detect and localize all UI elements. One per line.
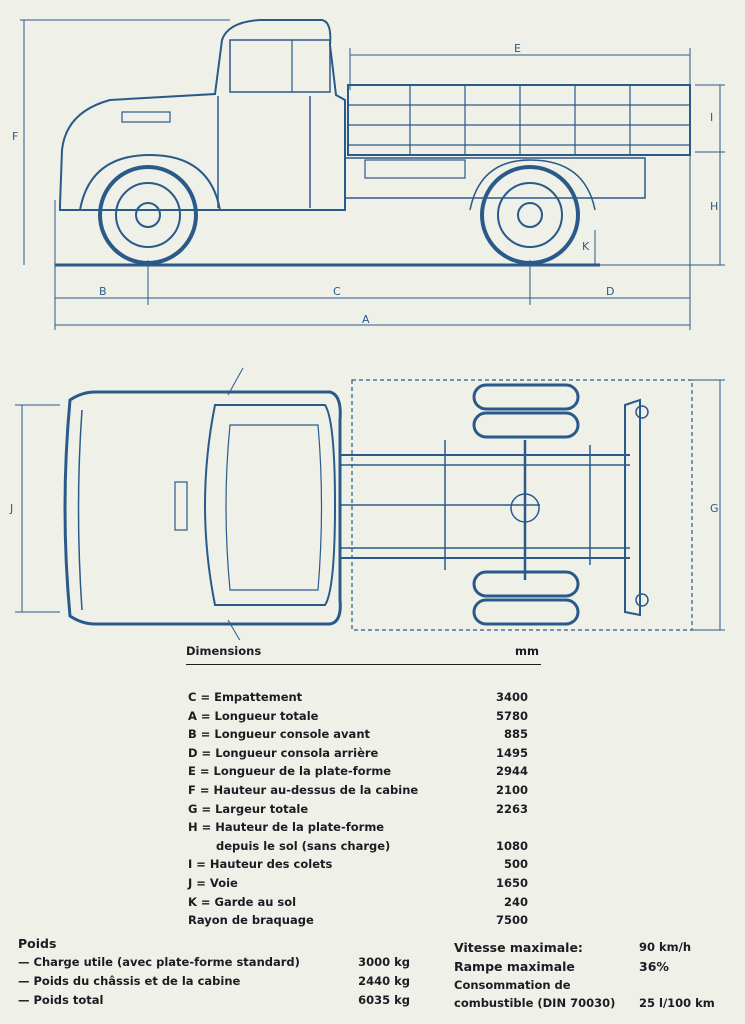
performance-value: 90 km/h (639, 940, 692, 954)
dimension-label: G = Largeur totale (188, 801, 309, 816)
dimension-row: Rayon de braquage 7500 (188, 913, 528, 931)
performance-label: Consommation de (454, 978, 571, 992)
dimensions-rows: C = Empattement 3400 A = Longueur totale 5… (188, 690, 528, 930)
dimension-label: B = Longueur console avant (188, 727, 371, 742)
top-view (63, 383, 649, 626)
dimension-row: F = Hauteur au-dessus de la cabine 2100 (188, 783, 528, 801)
performance-label: combustible (DIN 70030) (454, 996, 616, 1010)
dimension-row: E = Longueur de la plate-forme 2944 (188, 764, 528, 782)
dimension-label: depuis le sol (sans charge) (216, 838, 391, 853)
dim-label-f: F (12, 130, 18, 143)
dim-label-b: B (99, 285, 107, 298)
dimension-row: J = Voie 1650 (188, 876, 528, 894)
dim-label-g: G (710, 502, 719, 515)
dimension-value: 3400 (495, 690, 528, 704)
side-dimension-lines (20, 19, 725, 330)
dimension-label: D = Longueur consola arrière (188, 745, 379, 760)
dimension-label: E = Longueur de la plate-forme (188, 764, 392, 779)
dimensions-header-label: Dimensions (186, 644, 262, 658)
dim-label-c: C (333, 285, 341, 298)
weights-section: Poids — Charge utile (avec plate-forme s… (18, 936, 418, 1015)
dim-label-k: K (582, 240, 590, 253)
weight-label: — Charge utile (avec plate-forme standar… (18, 955, 300, 969)
dimension-value: 2100 (495, 783, 528, 797)
dimension-value: 2263 (495, 801, 528, 816)
performance-label: Rampe maximale (454, 959, 575, 974)
weight-row: — Poids du châssis et de la cabine 2440 k… (18, 974, 410, 992)
weight-row: — Charge utile (avec plate-forme standar… (18, 955, 410, 973)
weight-label: — Poids du châssis et de la cabine (18, 974, 241, 988)
weight-value: 3000 kg (358, 955, 410, 969)
dimension-label: I = Hauteur des colets (188, 857, 333, 872)
dimension-label: H = Hauteur de la plate-forme (188, 820, 385, 835)
dimension-label: J = Voie (188, 876, 238, 890)
dimension-row: I = Hauteur des colets 500 (188, 857, 528, 875)
dimension-label: F = Hauteur au-dessus de la cabine (188, 783, 419, 797)
weights-title: Poids (18, 936, 57, 951)
performance-value: 36% (639, 959, 669, 974)
weight-label: — Poids total (18, 993, 104, 1007)
dimensions-table: Dimensions mm (186, 644, 546, 665)
dimension-label: A = Longueur totale (188, 708, 319, 723)
dimension-row: depuis le sol (sans charge) 1080 (188, 839, 528, 857)
dimension-row: H = Hauteur de la plate-forme (188, 820, 528, 838)
dimension-value: 1650 (495, 876, 528, 890)
dim-label-j: J (9, 502, 13, 515)
bed-outline-dashed (351, 379, 693, 631)
dimension-row: B = Longueur console avant 885 (188, 727, 528, 745)
performance-value: 25 l/100 km (639, 996, 715, 1010)
performance-label: Vitesse maximale: (454, 940, 583, 955)
dimension-row: D = Longueur consola arrière 1495 (188, 746, 528, 764)
truck-technical-drawing: F E I H K B C D A (9, 19, 725, 640)
dim-label-h: H (710, 200, 718, 213)
dimension-value: 885 (503, 727, 528, 742)
dimension-value: 240 (503, 894, 528, 909)
dimension-label: C = Empattement (188, 690, 303, 704)
weight-row: — Poids total 6035 kg (18, 993, 410, 1011)
dimensions-table-header: Dimensions mm (186, 644, 541, 665)
top-dimension-lines (15, 367, 725, 640)
dimensions-header-unit: mm (515, 644, 539, 658)
weight-value: 2440 kg (358, 974, 410, 988)
dimension-label: Rayon de braquage (188, 913, 314, 928)
dim-label-a: A (362, 313, 370, 326)
side-view (55, 19, 691, 267)
dimension-row: G = Largeur totale 2263 (188, 802, 528, 820)
dimension-value: 500 (503, 857, 528, 872)
dimension-value: 5780 (495, 708, 528, 723)
dimension-value: 2944 (495, 764, 528, 779)
dimension-value: 7500 (495, 913, 528, 928)
dimension-value: 1495 (495, 745, 528, 760)
dimension-value: 1080 (495, 838, 528, 853)
weight-value: 6035 kg (358, 993, 410, 1007)
dim-label-i: I (710, 111, 713, 124)
dimension-row: K = Garde au sol 240 (188, 895, 528, 913)
dimension-row: C = Empattement 3400 (188, 690, 528, 708)
dim-label-e: E (514, 42, 521, 55)
dimension-row: A = Longueur totale 5780 (188, 709, 528, 727)
dim-label-d: D (606, 285, 614, 298)
dimension-label: K = Garde au sol (188, 894, 297, 909)
